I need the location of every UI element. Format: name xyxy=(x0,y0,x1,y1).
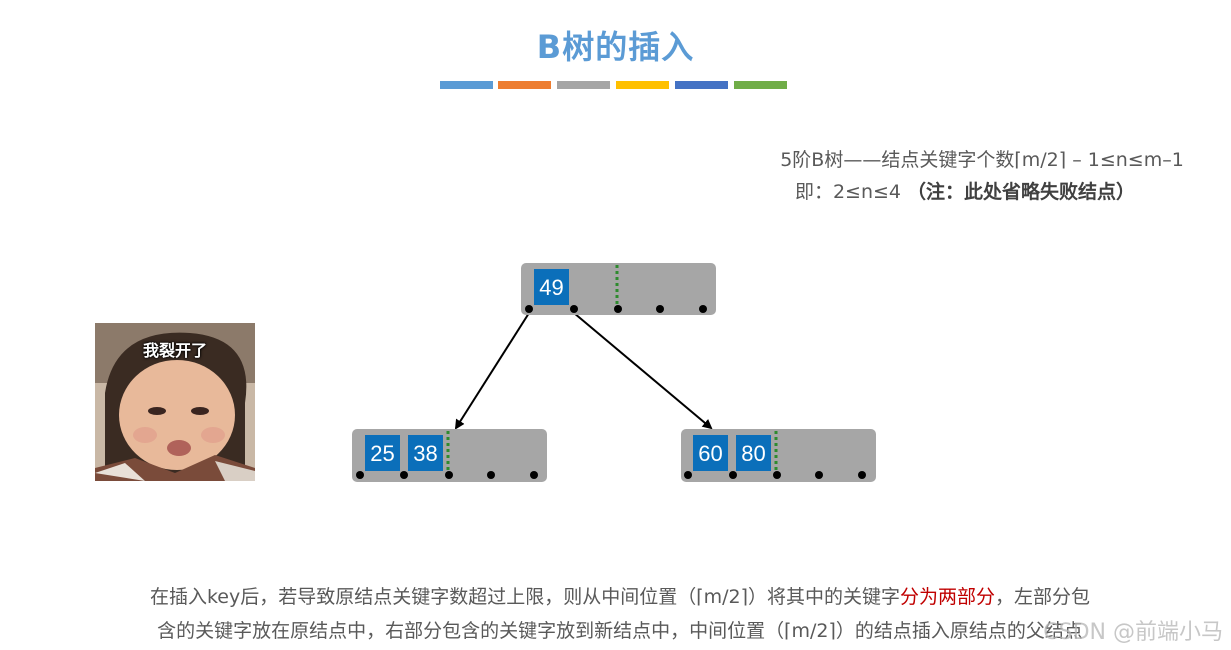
color-bar-3 xyxy=(557,81,610,89)
edge-root-right xyxy=(573,312,713,430)
left-key-2: 38 xyxy=(413,441,437,466)
color-bar-5 xyxy=(675,81,728,89)
explanation-line-1-a: 在插入key后，若导致原结点关键字数超过上限，则从中间位置（⌈m/2⌉）将其中的… xyxy=(149,586,901,608)
right-key-2: 80 xyxy=(741,441,765,466)
watermark: CSDN @前端小马 xyxy=(1043,620,1223,645)
meme-caption: 我裂开了 xyxy=(142,341,207,360)
crying-baby-picture xyxy=(95,323,255,481)
range-note: 即：2≤n≤4 （注：此处省略失败结点） xyxy=(755,177,1175,204)
color-bar-6 xyxy=(734,81,787,89)
range-note-prefix: 即：2≤n≤4 xyxy=(794,181,901,203)
right-child-node: 60 80 xyxy=(681,429,876,482)
right-key-1: 60 xyxy=(698,441,722,466)
edge-root-left xyxy=(454,312,530,430)
color-bar-4 xyxy=(616,81,669,89)
explanation-highlight: 分为两部分 xyxy=(900,586,996,608)
root-node: 49 xyxy=(521,263,716,315)
range-note-remark: （注：此处省略失败结点） xyxy=(907,181,1136,203)
color-bar-1 xyxy=(440,81,493,89)
left-child-node: 25 38 xyxy=(352,429,547,482)
explanation-line-1: 在插入key后，若导致原结点关键字数超过上限，则从中间位置（⌈m/2⌉）将其中的… xyxy=(50,582,1190,609)
color-bar-2 xyxy=(498,81,551,89)
meme-image: 我裂开了 xyxy=(95,323,255,481)
explanation-line-2: 含的关键字放在原结点中，右部分包含的关键字放到新结点中，中间位置（⌈m/2⌉）的… xyxy=(157,620,1083,642)
page-title: B树的插入 xyxy=(536,28,695,66)
order-note: 5阶B树——结点关键字个数⌈m/2⌉ – 1≤n≤m–1 xyxy=(780,149,1184,171)
explanation-line-1-b: ，左部分包 xyxy=(995,586,1091,608)
root-key-1: 49 xyxy=(539,275,563,300)
left-key-1: 25 xyxy=(370,441,394,466)
